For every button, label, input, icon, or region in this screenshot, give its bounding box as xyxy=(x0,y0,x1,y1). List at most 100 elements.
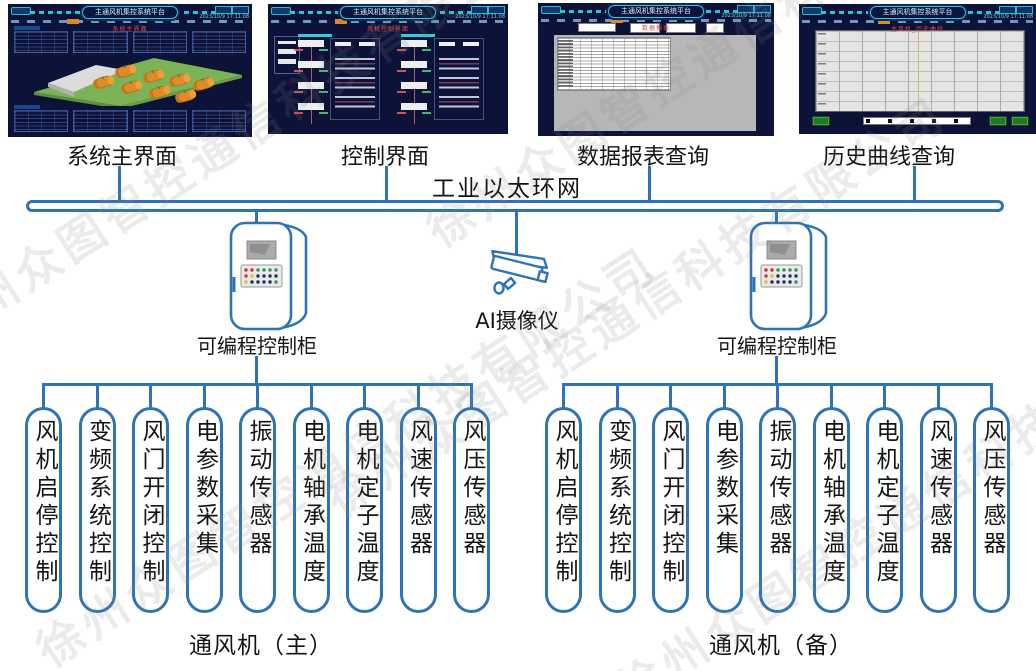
header-pill xyxy=(802,7,822,15)
device-capsule-label: 电机定子温度 xyxy=(872,419,898,587)
device-capsule: 振动传感器 xyxy=(759,407,796,613)
capsule-stub-line xyxy=(42,383,45,408)
device-capsule: 风机启停控制 xyxy=(25,407,62,613)
header-button xyxy=(999,6,1016,14)
device-capsule: 电参数采集 xyxy=(185,407,223,613)
group-heading-dash xyxy=(298,34,332,37)
capsule-stub-line xyxy=(363,383,366,408)
device-capsule-label: 变频系统控制 xyxy=(84,419,111,587)
link-cabinet-to-group-right xyxy=(775,356,778,385)
bus-label: 工业以太环网 xyxy=(432,176,582,202)
header-decor-dashes xyxy=(560,10,610,13)
curve-chart xyxy=(815,30,1025,112)
platform-title: 主通风机集控系统平台 xyxy=(869,6,966,19)
mini-table xyxy=(14,105,69,132)
device-capsule-label: 风压传感器 xyxy=(459,419,485,559)
device-capsule-label: 风压传感器 xyxy=(979,419,1005,559)
capsule-stub-line xyxy=(829,383,833,408)
device-capsule-label: 电参数采集 xyxy=(191,419,218,559)
ai-camera-icon xyxy=(490,250,549,295)
capsule-stub-line xyxy=(256,383,259,408)
toolbar-button xyxy=(630,23,660,33)
device-capsule-label: 电机定子温度 xyxy=(352,419,378,587)
device-capsule: 变频系统控制 xyxy=(78,407,116,613)
capsule-stub-line xyxy=(990,383,993,408)
mini-table xyxy=(191,31,246,53)
header-decor-dashes xyxy=(290,11,340,14)
link-bus-to-cabinet-right xyxy=(775,210,778,223)
plc-cabinet-right xyxy=(749,221,828,331)
date-input xyxy=(578,23,616,32)
mini-table xyxy=(132,31,187,53)
link-bus-to-cabinet-left xyxy=(255,210,258,223)
header-pill xyxy=(11,7,31,15)
header-button xyxy=(232,6,249,14)
device-capsule-label: 风门开闭控制 xyxy=(138,419,164,587)
screen-datetime: 2023/10/9 17:11:08 xyxy=(983,14,1033,20)
fan-3d-scene xyxy=(34,58,242,106)
screenshot-history-curve: 主通风机集控系统平台 2023/10/9 17:11:08 主风机_历史曲线 xyxy=(799,4,1036,134)
report-area xyxy=(554,35,756,131)
link-bus-to-camera xyxy=(515,210,518,256)
capsule-stub-line xyxy=(416,383,420,408)
device-capsule: 风速传感器 xyxy=(399,407,437,613)
capsule-stub-line xyxy=(202,383,206,408)
mini-table xyxy=(73,31,128,53)
green-button xyxy=(1011,116,1029,126)
caption-system-main: 系统主界面 xyxy=(66,145,178,170)
menu-bar xyxy=(271,19,505,24)
capsule-stub-line xyxy=(470,383,473,408)
control-text-panel xyxy=(434,38,484,120)
toolbar-button xyxy=(706,23,724,33)
mini-table xyxy=(132,110,187,132)
control-text-panel xyxy=(330,38,380,120)
device-capsule: 电机定子温度 xyxy=(346,407,383,613)
menu-bar xyxy=(11,19,249,24)
caption-report: 数据报表查询 xyxy=(576,145,710,170)
header-button xyxy=(737,5,754,13)
platform-title: 主通风机集控系统平台 xyxy=(340,6,436,19)
capsule-stub-line xyxy=(95,383,99,408)
cabinet-label-left: 可编程控制柜 xyxy=(197,334,317,358)
screen-datetime: 2023/10/9 17:11:08 xyxy=(199,14,249,20)
capsule-stub-line xyxy=(776,383,779,408)
menu-bar xyxy=(802,19,1033,24)
capsule-stub-line xyxy=(669,383,672,408)
group-heading-dash xyxy=(401,34,435,37)
cabinet-label-right: 可编程控制柜 xyxy=(717,334,837,358)
menu-bar xyxy=(541,18,771,23)
capsule-stub-line xyxy=(149,383,152,408)
device-capsule: 电机轴承温度 xyxy=(292,407,330,613)
device-group-main: 风机启停控制变频系统控制 风门开闭控制 电参数采集振动传感器电机轴承温度电机定子温度… xyxy=(25,383,491,615)
device-capsule-label: 风速传感器 xyxy=(405,419,432,559)
mini-table xyxy=(191,110,246,132)
screen-heading: 风机控制界面 xyxy=(366,26,409,33)
capsule-stub-line xyxy=(936,383,940,408)
caption-control: 控制界面 xyxy=(340,145,430,170)
device-capsule: 风门开闭控制 xyxy=(652,407,689,613)
header-button xyxy=(488,6,505,14)
control-flow-column xyxy=(294,40,328,124)
active-menu-item xyxy=(878,19,890,24)
device-capsule: 风压传感器 xyxy=(453,407,490,613)
header-decor-dashes xyxy=(166,11,216,14)
device-capsule-label: 风门开闭控制 xyxy=(658,419,684,587)
capsule-stub-line xyxy=(562,383,565,408)
screen-datetime: 2023/10/9 17:11:08 xyxy=(721,13,771,19)
link-main-to-bus xyxy=(118,166,121,202)
green-button xyxy=(989,116,1007,126)
device-capsule: 风速传感器 xyxy=(919,407,957,613)
screenshot-system-main: 主通风机集控系统平台 2023/10/9 17:11:08 系统主界面 xyxy=(8,4,252,137)
capsule-stub-line xyxy=(883,383,886,408)
header-decor-dashes xyxy=(688,10,738,13)
device-capsule: 振动传感器 xyxy=(239,407,276,613)
green-button xyxy=(812,116,830,126)
device-capsule-label: 电机轴承温度 xyxy=(818,419,845,587)
capsule-stub-line xyxy=(722,383,726,408)
active-menu-item xyxy=(611,18,623,23)
capsule-stub-line xyxy=(309,383,313,408)
screen-heading: 数据报表 xyxy=(641,25,670,32)
report-table-labels xyxy=(558,40,573,88)
y-axis-ticks xyxy=(818,33,826,107)
screen-datetime: 2023/10/9 17:11:08 xyxy=(455,14,505,20)
